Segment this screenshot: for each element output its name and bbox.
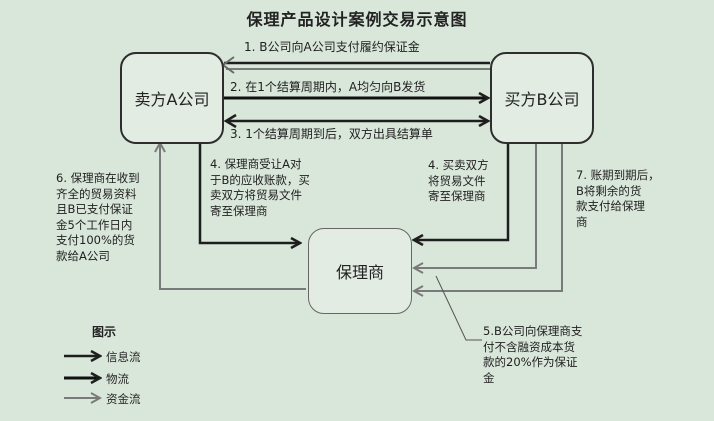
label-step4-left: 4. 保理商受让A对 于B的应收账款，买 卖双方将贸易文件 寄至保理商	[210, 157, 310, 218]
arrow-step6	[160, 143, 306, 290]
node-buyer-label: 买方B公司	[504, 90, 580, 109]
legend-label-money: 资金流	[106, 392, 141, 406]
node-seller-label: 卖方A公司	[134, 90, 210, 109]
label-step3: 3. 1个结算周期到后，双方出具结算单	[230, 127, 433, 141]
legend-title: 图示	[92, 325, 117, 339]
arrow-step7	[414, 143, 563, 291]
legend-label-goods: 物流	[106, 372, 129, 386]
node-factor: 保理商	[308, 228, 412, 314]
label-step5: 5.B公司向保理商支 付不含融资成本货 款的20%作为保证 金	[483, 324, 583, 385]
label-step4-right: 4. 买卖双方 将贸易文件 寄至保理商	[428, 158, 489, 203]
legend-label-info: 信息流	[106, 350, 141, 364]
arrow-step4-left	[198, 143, 300, 243]
diagram-title: 保理产品设计案例交易示意图	[246, 10, 468, 29]
callout-line-step5	[435, 275, 482, 341]
label-step2: 2. 在1个结算周期内，A均匀向B发货	[230, 80, 426, 94]
node-seller-a: 卖方A公司	[120, 52, 224, 144]
label-step7: 7. 账期到期后， B将剩余的货 款支付给保理 商	[576, 168, 660, 229]
arrow-step5	[414, 143, 537, 268]
node-buyer-b: 买方B公司	[490, 52, 594, 144]
arrow-step3	[223, 113, 488, 129]
label-step6: 6. 保理商在收到 齐全的贸易资料 且B已支付保证 金5个工作日内 支付100%…	[56, 171, 140, 263]
node-factor-label: 保理商	[335, 263, 384, 282]
label-step1: 1. B公司向A公司支付履约保证金	[244, 40, 420, 54]
arrow-step1	[221, 56, 490, 74]
arrow-step4-right	[414, 143, 510, 240]
